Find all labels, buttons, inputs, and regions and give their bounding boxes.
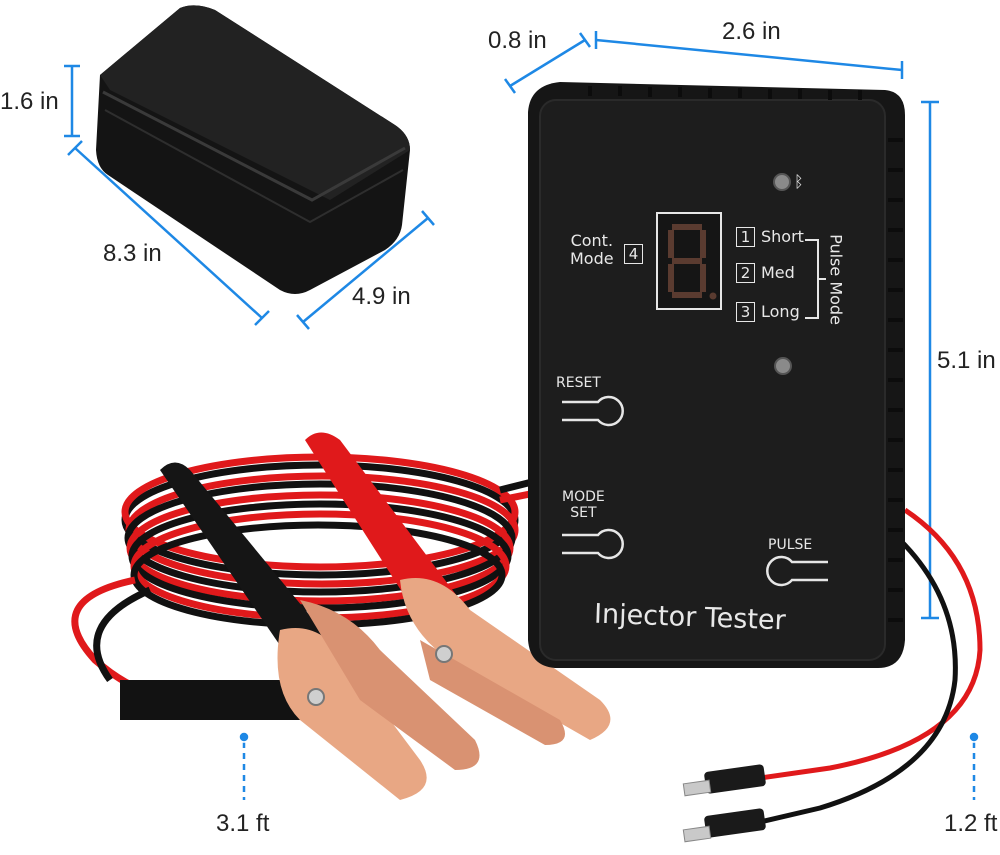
device-title: Injector Tester: [593, 598, 787, 637]
mode-med: 2 Med: [736, 263, 795, 283]
bluetooth-icon: ᛒ: [794, 172, 804, 191]
mode-number: 1: [736, 227, 755, 247]
status-led: [774, 357, 792, 375]
mode-number: 3: [736, 302, 755, 322]
dimension-lines: [64, 31, 980, 800]
pulse-button-outline: [766, 555, 828, 587]
mode-label: Med: [761, 263, 795, 282]
case-height-label: 1.6 in: [0, 88, 59, 115]
device-depth-label: 0.8 in: [488, 27, 547, 54]
mode-label: Short: [761, 227, 804, 246]
red-clip: [305, 432, 611, 745]
reset-label: RESET: [556, 375, 601, 391]
device-height-label: 5.1 in: [937, 347, 996, 374]
device-width-label: 2.6 in: [722, 18, 781, 45]
pulse-label: PULSE: [768, 537, 813, 553]
black-clip: [120, 462, 480, 800]
reset-button-outline: [562, 395, 624, 427]
case-length-label: 8.3 in: [103, 240, 162, 267]
probe-cable-length-label: 1.2 ft: [944, 810, 998, 837]
carrying-case: [96, 5, 410, 295]
bluetooth-led: [773, 173, 791, 191]
clip-cable-length-label: 3.1 ft: [216, 810, 270, 837]
case-width-label: 4.9 in: [352, 283, 411, 310]
probe-cables: [682, 507, 983, 843]
injector-tester-device: [528, 82, 905, 668]
cont-mode-label: Cont. Mode: [570, 231, 614, 268]
mode-set-label: MODE SET: [562, 489, 605, 521]
mode-long: 3 Long: [736, 302, 800, 322]
cont-mode-number: 4: [624, 244, 649, 264]
mode-number: 2: [736, 263, 755, 283]
mode-label: Long: [761, 302, 800, 321]
mode-set-button-outline: [562, 528, 624, 560]
mode-short: 1 Short: [736, 227, 804, 247]
pulse-mode-label: Pulse Mode: [826, 234, 846, 325]
